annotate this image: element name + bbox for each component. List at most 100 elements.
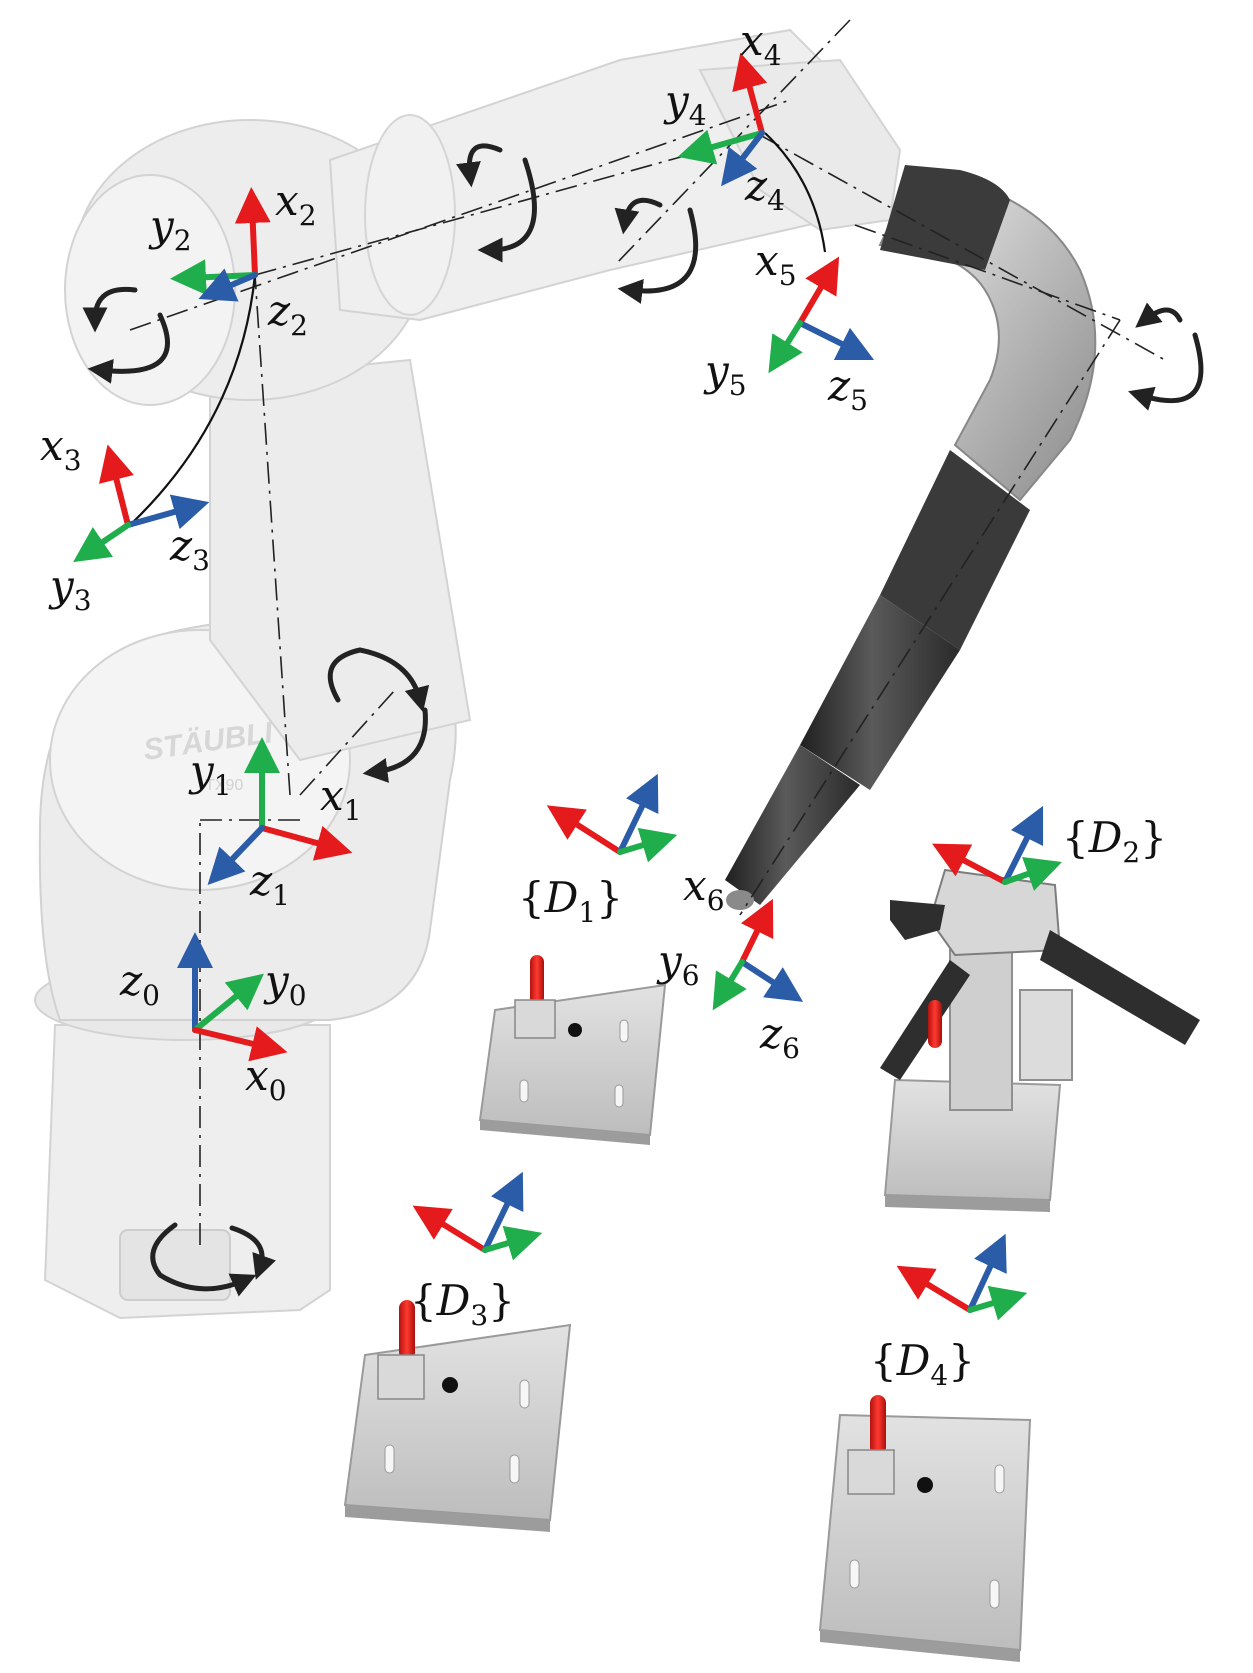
torch-barrel: [800, 595, 960, 790]
joint-3-rotation: [82, 286, 170, 384]
dark-arm-left-lower: [880, 960, 970, 1080]
y-axis-arrow: [768, 320, 803, 374]
coordinate-frame-2: x2 y2 z2: [148, 176, 317, 342]
y5-label: y5: [703, 346, 747, 402]
z5-label: z5: [827, 361, 868, 417]
x3-label: x3: [40, 421, 82, 477]
z-axis-arrow: [482, 1171, 524, 1253]
x-axis-arrow: [234, 187, 271, 278]
link-curve-2-3: [129, 274, 257, 526]
z-axis-arrow: [198, 268, 258, 302]
cross-head: [928, 868, 1062, 957]
z-axis-arrow: [967, 1233, 1007, 1313]
axis-line-torch: [739, 319, 1121, 916]
x4-label: x4: [740, 16, 782, 72]
plate-edge: [345, 1505, 550, 1532]
x2-label: x2: [275, 176, 317, 232]
joint-1-rotation: [150, 1222, 276, 1297]
clamp-handle: [399, 1300, 415, 1360]
z-axis-arrow: [1002, 805, 1044, 885]
slot: [519, 1079, 529, 1103]
slot: [519, 1379, 530, 1409]
clamp-body: [377, 1354, 425, 1400]
y-axis-arrow: [677, 129, 765, 165]
y-axis-arrow: [1002, 856, 1062, 891]
slot: [619, 1019, 629, 1043]
x-axis-arrow: [546, 805, 623, 855]
z6-label: z6: [759, 1009, 800, 1065]
z2-label: z2: [267, 286, 308, 342]
y-axis-arrow: [617, 827, 678, 863]
x-axis-arrow: [412, 1205, 488, 1253]
fixture-frame-2: {D2}: [932, 805, 1167, 891]
y3-label: y3: [48, 561, 92, 617]
x-axis-arrow: [732, 52, 768, 136]
y2-label: y2: [148, 201, 192, 257]
slot: [384, 1444, 395, 1474]
axis-line-j4: [254, 134, 761, 276]
dark-arm-right: [1040, 930, 1200, 1045]
coordinate-frame-5: x5 y5 z5: [703, 236, 875, 417]
y-axis-arrow: [967, 1285, 1028, 1321]
coordinate-frame-3: x3 z3 y3: [40, 421, 210, 617]
z3-label: z3: [169, 521, 210, 577]
slot: [849, 1559, 860, 1589]
plate-edge: [885, 1195, 1050, 1212]
torch-collar-dark: [880, 165, 1010, 270]
x-axis-arrow: [797, 256, 840, 326]
coordinate-frame-1: y1 x1 z1: [188, 737, 362, 912]
upper-arm: [209, 358, 472, 762]
x5-label: x5: [755, 236, 797, 292]
clamp-pad: [442, 1377, 458, 1393]
plate-top: [478, 983, 667, 1137]
fixture-frame-1: {D1}: [518, 773, 678, 929]
x-axis-arrow: [896, 1265, 973, 1313]
z1-label: z1: [249, 856, 290, 912]
dark-arm-left-upper: [890, 900, 945, 940]
fixture-plate-3: [343, 1300, 572, 1532]
robot-model-text: TX90: [205, 777, 243, 794]
z-axis-arrow: [739, 959, 804, 1002]
slot: [509, 1454, 520, 1484]
coordinate-frame-4: x4 y4 z4: [663, 16, 785, 217]
clamp-body: [847, 1449, 895, 1495]
y-axis-arrow: [712, 959, 747, 1011]
plate-edge: [820, 1630, 1020, 1662]
clamp-handle: [928, 1000, 942, 1048]
clamp-handle: [530, 955, 544, 1005]
fixture-label-d3: {D3}: [410, 1276, 515, 1332]
joint-5-rotation: [614, 197, 699, 304]
fixture-frame-3: {D3}: [410, 1171, 543, 1332]
x-axis-arrow: [98, 444, 134, 528]
x0-label: x0: [245, 1051, 287, 1107]
fixture-frame-4: {D4}: [870, 1233, 1028, 1392]
fixture-plate-4: [818, 1395, 1032, 1662]
x1-label: x1: [320, 771, 362, 827]
axis-line-link2: [254, 274, 291, 796]
slot: [614, 1084, 624, 1108]
torch-tip: [726, 890, 754, 910]
y-axis-arrow: [192, 973, 264, 1033]
torch-sleeve-dark: [880, 450, 1030, 650]
z4-label: z4: [744, 161, 785, 217]
joint-4-rotation: [456, 143, 537, 263]
y4-label: y4: [663, 76, 707, 132]
z-axis-arrow: [125, 494, 210, 530]
robot-arm: STÄUBLI TX90: [34, 28, 902, 1320]
x-axis-arrow: [932, 843, 1008, 885]
z0-label: z0: [119, 956, 160, 1012]
clamp-pad: [568, 1023, 582, 1037]
z-axis-arrow: [797, 320, 875, 361]
fixture-label-d4: {D4}: [870, 1336, 975, 1392]
forearm-ring: [364, 114, 456, 316]
clamp-handle: [870, 1395, 886, 1455]
x-axis-arrow: [259, 825, 353, 861]
link-curve-4-5: [764, 132, 827, 253]
side-block: [1019, 989, 1073, 1081]
clamp-pad: [917, 1477, 933, 1493]
slot: [989, 1579, 1000, 1609]
fixture-label-d1: {D1}: [518, 873, 623, 929]
axis-line-j2: [299, 689, 396, 796]
